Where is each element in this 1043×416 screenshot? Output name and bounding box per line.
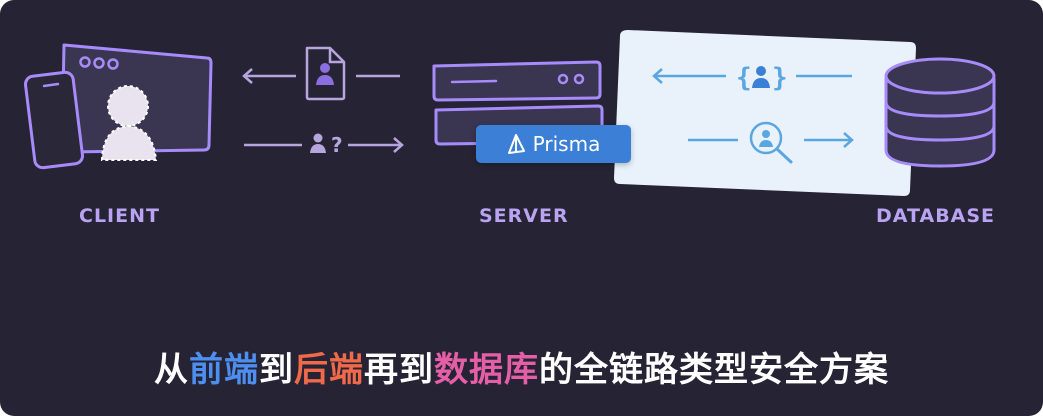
user-search-icon — [749, 121, 793, 164]
document-user-icon — [305, 46, 346, 101]
unknown-user-icon: ? — [310, 133, 343, 157]
client-phone-icon — [23, 70, 85, 170]
client-label: CLIENT — [79, 205, 160, 227]
database-panel — [614, 30, 916, 196]
caption-part-database: 数据库 — [434, 350, 539, 390]
caption-part: 再到 — [364, 350, 434, 390]
caption-part: 到 — [259, 350, 294, 390]
query-arrow-right — [688, 132, 854, 148]
caption: 从前端到后端再到数据库的全链路类型安全方案 — [0, 342, 1043, 391]
database-cylinder-icon — [884, 57, 996, 168]
question-mark-text: ? — [331, 133, 343, 157]
prisma-triangle-icon — [507, 134, 525, 154]
anonymous-user-icon — [100, 85, 158, 161]
response-arrow-left — [242, 68, 400, 84]
brace-right-text: } — [772, 63, 788, 93]
prisma-badge: Prisma — [476, 125, 631, 163]
caption-part-backend: 后端 — [294, 350, 364, 390]
database-label: DATABASE — [876, 205, 996, 227]
server-label: SERVER — [479, 205, 569, 227]
caption-part: 的全链路类型安全方案 — [539, 350, 889, 390]
brace-left-text: { — [736, 63, 752, 93]
caption-part-frontend: 前端 — [189, 350, 259, 390]
request-arrow-right — [244, 137, 404, 153]
prisma-badge-label: Prisma — [532, 132, 601, 156]
caption-part: 从 — [154, 350, 189, 390]
typed-user-object-icon: { } — [736, 63, 788, 93]
data-return-arrow-left — [652, 68, 852, 84]
